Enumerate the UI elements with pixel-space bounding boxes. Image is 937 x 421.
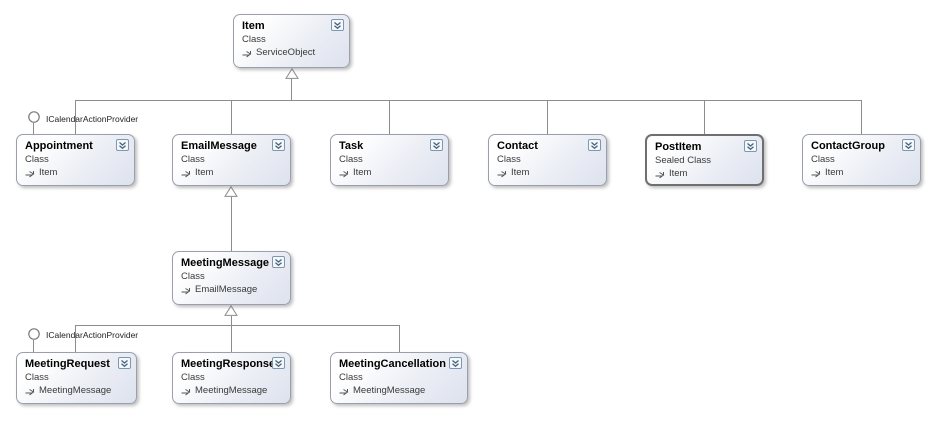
base-class-name: Item bbox=[39, 167, 58, 178]
collapse-chevron-icon[interactable] bbox=[331, 19, 344, 31]
base-class-name: MeetingMessage bbox=[353, 385, 426, 396]
collapse-chevron-icon[interactable] bbox=[430, 139, 443, 151]
class-box-contact[interactable]: Contact Class Item bbox=[488, 134, 607, 186]
base-class-name: Item bbox=[511, 167, 530, 178]
class-name: Appointment bbox=[25, 140, 93, 152]
class-name: MeetingRequest bbox=[25, 358, 110, 370]
collapse-chevron-icon[interactable] bbox=[272, 256, 285, 268]
base-class-name: Item bbox=[669, 168, 688, 179]
connector-line bbox=[861, 100, 862, 134]
class-name: Task bbox=[339, 140, 364, 152]
connector-line bbox=[231, 197, 232, 251]
inherits-arrow-icon bbox=[655, 171, 665, 178]
class-name: MeetingCancellation bbox=[339, 358, 446, 370]
connector-line bbox=[33, 340, 34, 352]
inherits-arrow-icon bbox=[181, 388, 191, 395]
connector-line bbox=[399, 325, 400, 352]
connector-line bbox=[547, 100, 548, 134]
class-name: MeetingMessage bbox=[181, 257, 270, 269]
class-box-appointment[interactable]: Appointment Class Item bbox=[16, 134, 135, 186]
base-class-name: Item bbox=[825, 167, 844, 178]
class-box-emailmessage[interactable]: EmailMessage Class Item bbox=[172, 134, 291, 186]
inherits-arrow-icon bbox=[339, 170, 349, 177]
class-name: ContactGroup bbox=[811, 140, 885, 152]
base-class-name: Item bbox=[353, 167, 372, 178]
inheritance-triangle-icon bbox=[285, 68, 299, 79]
inherits-arrow-icon bbox=[181, 170, 191, 177]
connector-line bbox=[75, 100, 76, 134]
class-stereotype: Class bbox=[25, 372, 49, 383]
interface-label: ICalendarActionProvider bbox=[46, 330, 139, 340]
class-stereotype: Class bbox=[497, 154, 521, 165]
class-stereotype: Class bbox=[811, 154, 835, 165]
connector-line bbox=[75, 100, 862, 101]
class-box-contactgroup[interactable]: ContactGroup Class Item bbox=[802, 134, 921, 186]
base-class-name: MeetingMessage bbox=[195, 385, 268, 396]
interface-lollipop-icon[interactable] bbox=[27, 110, 41, 124]
connector-line bbox=[231, 325, 232, 352]
collapse-chevron-icon[interactable] bbox=[118, 357, 131, 369]
base-class-name: EmailMessage bbox=[195, 284, 258, 295]
interface-label: ICalendarActionProvider bbox=[46, 114, 139, 124]
connector-line bbox=[75, 325, 400, 326]
class-box-task[interactable]: Task Class Item bbox=[330, 134, 449, 186]
class-name: PostItem bbox=[655, 141, 702, 153]
class-stereotype: Class bbox=[181, 372, 205, 383]
collapse-chevron-icon[interactable] bbox=[588, 139, 601, 151]
class-name: Contact bbox=[497, 140, 538, 152]
connector-line bbox=[704, 100, 705, 134]
inherits-arrow-icon bbox=[497, 170, 507, 177]
class-box-meetingresponse[interactable]: MeetingResponse Class MeetingMessage bbox=[172, 352, 291, 404]
inherits-arrow-icon bbox=[339, 388, 349, 395]
inheritance-triangle-icon bbox=[224, 186, 238, 197]
collapse-chevron-icon[interactable] bbox=[116, 139, 129, 151]
connector-line bbox=[291, 79, 292, 100]
class-box-meetingrequest[interactable]: MeetingRequest Class MeetingMessage bbox=[16, 352, 137, 404]
class-name: MeetingResponse bbox=[181, 358, 276, 370]
class-box-meetingmessage[interactable]: MeetingMessage Class EmailMessage bbox=[172, 251, 291, 305]
inherits-arrow-icon bbox=[811, 170, 821, 177]
base-class-name: ServiceObject bbox=[256, 47, 316, 58]
inherits-arrow-icon bbox=[242, 50, 252, 57]
connector-line bbox=[75, 325, 76, 352]
interface-lollipop-icon[interactable] bbox=[27, 327, 41, 341]
class-stereotype: Class bbox=[242, 34, 266, 45]
inherits-arrow-icon bbox=[181, 287, 191, 294]
base-class-name: MeetingMessage bbox=[39, 385, 112, 396]
class-box-meetingcancellation[interactable]: MeetingCancellation Class MeetingMessage bbox=[330, 352, 468, 404]
collapse-chevron-icon[interactable] bbox=[272, 357, 285, 369]
class-name: Item bbox=[242, 20, 265, 32]
class-name: EmailMessage bbox=[181, 140, 257, 152]
class-box-postitem[interactable]: PostItem Sealed Class Item bbox=[645, 134, 764, 186]
class-stereotype: Class bbox=[339, 372, 363, 383]
inherits-arrow-icon bbox=[25, 170, 35, 177]
class-stereotype: Sealed Class bbox=[655, 155, 711, 166]
connector-line bbox=[231, 100, 232, 134]
class-stereotype: Class bbox=[181, 271, 205, 282]
class-stereotype: Class bbox=[339, 154, 363, 165]
connector-line bbox=[389, 100, 390, 134]
connector-line bbox=[231, 316, 232, 325]
collapse-chevron-icon[interactable] bbox=[744, 140, 757, 152]
class-box-item[interactable]: Item Class ServiceObject bbox=[233, 14, 350, 68]
class-stereotype: Class bbox=[181, 154, 205, 165]
collapse-chevron-icon[interactable] bbox=[272, 139, 285, 151]
base-class-name: Item bbox=[195, 167, 214, 178]
class-stereotype: Class bbox=[25, 154, 49, 165]
collapse-chevron-icon[interactable] bbox=[902, 139, 915, 151]
inherits-arrow-icon bbox=[25, 388, 35, 395]
collapse-chevron-icon[interactable] bbox=[449, 357, 462, 369]
connector-line bbox=[33, 123, 34, 134]
inheritance-triangle-icon bbox=[224, 305, 238, 316]
